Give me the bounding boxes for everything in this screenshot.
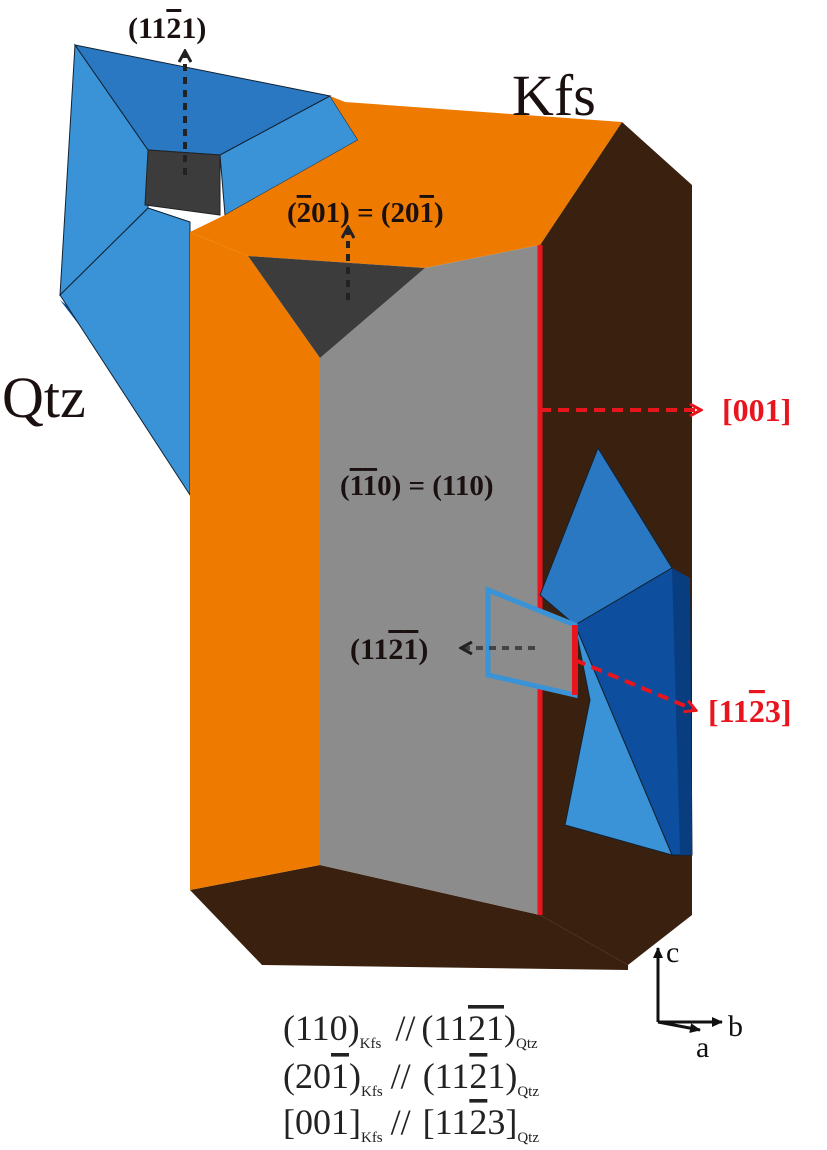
kfs-top-dark-triangle (248, 256, 425, 358)
qtz-right-lower-face (564, 624, 673, 856)
label-face-qtz-mid: (1121) (350, 633, 428, 666)
qtz-left-crystal (59, 43, 359, 497)
relation-1: (110)Kfs//(1121)Qtz (283, 1008, 538, 1052)
label-kfs: Kfs (512, 63, 596, 128)
axis-c-label: c (666, 936, 679, 969)
axis-b-label: b (728, 1010, 743, 1043)
axis-a-line (657, 1020, 701, 1034)
kfs-bottom-face (190, 865, 628, 970)
label-dir-1123: [1123] (708, 693, 792, 729)
kfs-left-face (190, 232, 320, 890)
qtz-left-contact-face (144, 149, 221, 216)
label-face-110: (110) = (110) (340, 470, 493, 502)
qtz-right-side-face (672, 568, 692, 855)
label-face-201: (201) = (201) (287, 197, 444, 229)
axis-a-label: a (696, 1031, 709, 1064)
arrow-1123 (574, 658, 695, 710)
kfs-top-face (190, 96, 622, 268)
relation-2: (201)Kfs//(1121)Qtz (283, 1056, 539, 1100)
label-qtz: Qtz (2, 365, 86, 430)
qtz-right-crystal (485, 446, 693, 856)
axes-indicator: c b a (653, 936, 743, 1064)
relation-3: [001]Kfs//[1123]Qtz (283, 1102, 539, 1145)
orientation-relations: (110)Kfs//(1121)Qtz (201)Kfs//(1121)Qtz … (283, 1008, 539, 1146)
kfs-gray-face (320, 245, 540, 915)
label-face-top-qtz: (1121) (128, 12, 206, 45)
label-dir-001: [001] (722, 392, 791, 428)
